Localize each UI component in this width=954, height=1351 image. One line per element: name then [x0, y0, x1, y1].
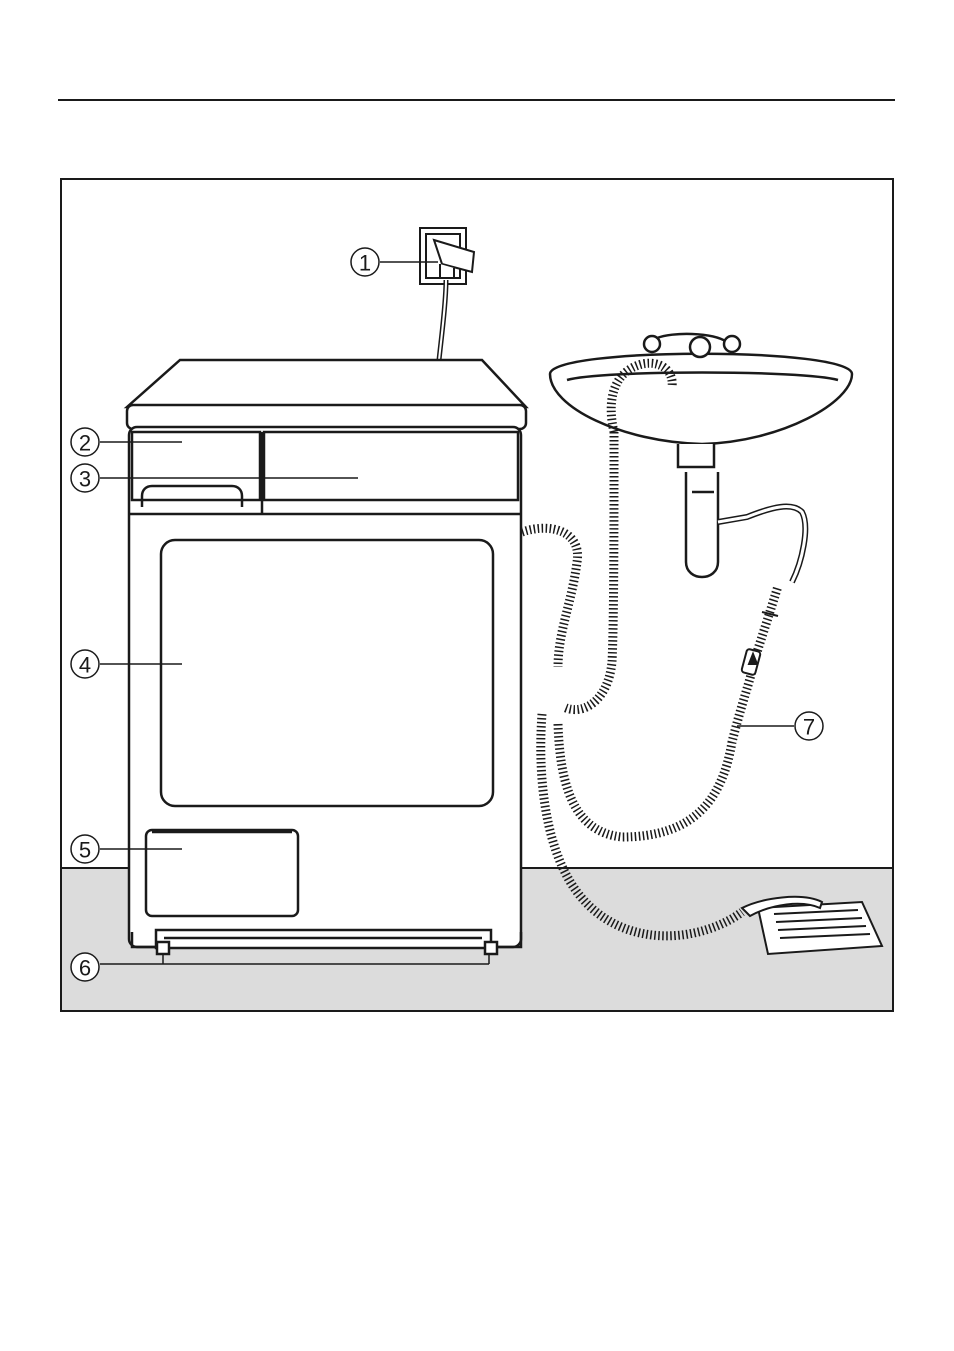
top-rule	[58, 99, 895, 101]
illustration-frame: 1 2 3 4 5 6 7	[60, 178, 894, 1012]
callout-3: 3	[71, 464, 99, 492]
wall-socket	[420, 228, 474, 284]
callout-3-label: 3	[79, 467, 91, 492]
callout-1: 1	[351, 248, 379, 276]
callout-7: 7	[795, 712, 823, 740]
callout-7-label: 7	[803, 715, 815, 740]
callout-6-label: 6	[79, 956, 91, 981]
callout-5-label: 5	[79, 838, 91, 863]
callout-4: 4	[71, 650, 99, 678]
non-return-valve	[741, 612, 778, 675]
callout-5: 5	[71, 835, 99, 863]
sink	[550, 334, 852, 582]
callout-2-label: 2	[79, 431, 91, 456]
appliance-installation-diagram: 1 2 3 4 5 6 7	[62, 180, 894, 1012]
hose-to-connector	[558, 662, 754, 837]
callout-2: 2	[71, 428, 99, 456]
callout-4-label: 4	[79, 653, 91, 678]
callout-1-label: 1	[359, 251, 371, 276]
dryer	[127, 360, 526, 954]
callout-6: 6	[71, 953, 99, 981]
drain-hose-dryer	[522, 528, 578, 667]
